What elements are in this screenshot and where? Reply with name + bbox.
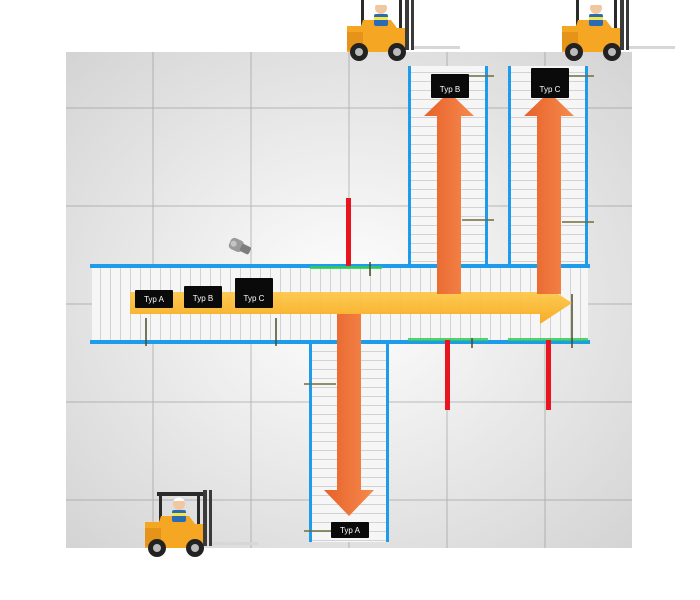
main-line-box-typ-c: Typ C [235,278,273,308]
main-line-box-typ-a: Typ A [135,290,173,308]
box-label: Typ A [144,295,165,304]
main-line-box-typ-b: Typ B [184,286,222,308]
outlet-box-typ-b: Typ B [431,74,469,98]
branch-arrow-typ-a [324,314,374,516]
divert-stops [346,198,551,410]
box-label: Typ C [540,85,561,94]
divert-stop-1 [346,198,351,266]
branch-arrow-typ-c [524,92,574,294]
outlet-box-typ-a: Typ A [331,522,369,538]
box-label: Typ C [244,294,265,303]
box-label: Typ B [193,294,213,303]
scanner-icon [228,237,251,255]
forklift-icon [562,0,675,61]
divert-stop-3 [546,340,551,410]
box-label: Typ B [440,85,460,94]
forklift-icon [347,0,460,61]
branch-arrow-typ-b [424,92,474,294]
divert-stop-2 [445,340,450,410]
box-label: Typ A [340,526,361,535]
outlet-box-typ-c: Typ C [531,68,569,98]
